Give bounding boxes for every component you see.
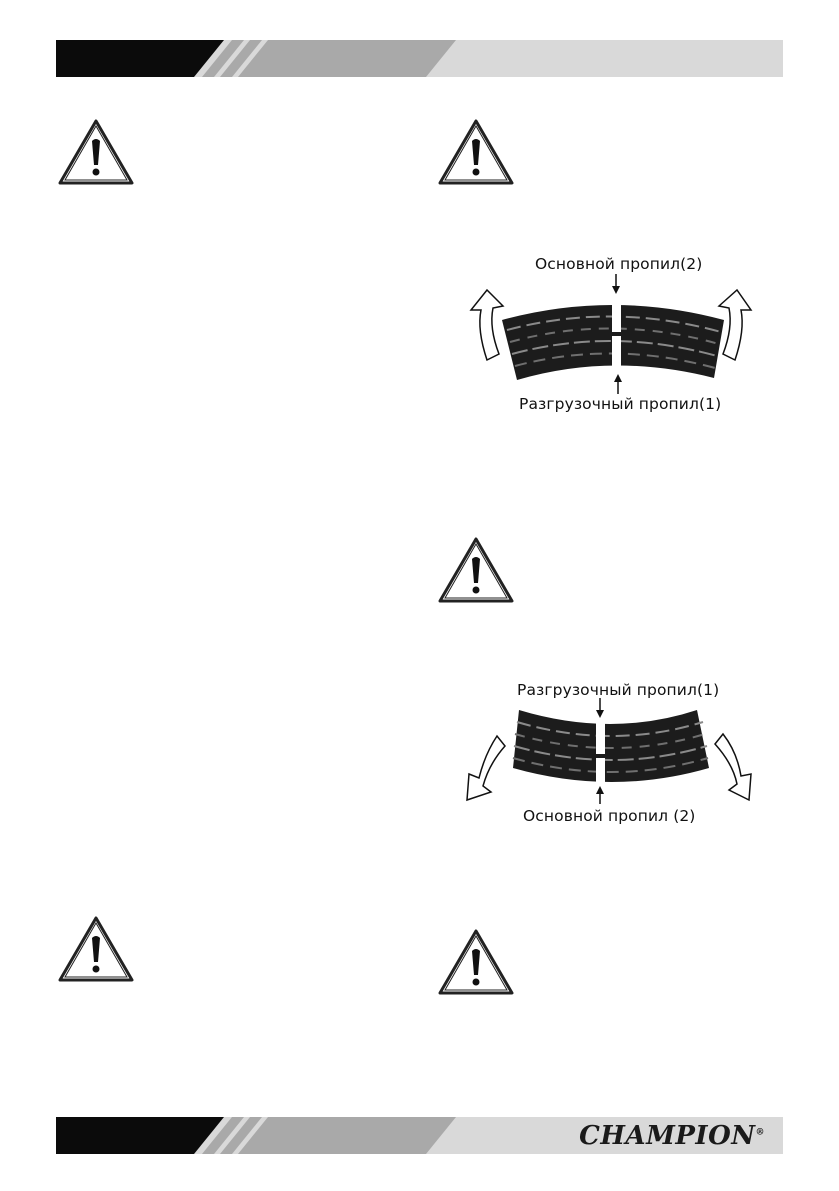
warning-triangle-icon (56, 117, 136, 189)
curved-arrow-icon (714, 732, 752, 802)
relief-cut-label: Разгрузочный пропил(1) (517, 681, 720, 699)
warning-triangle-icon (56, 914, 136, 986)
brand-name: CHAMPION (579, 1121, 756, 1151)
figure-log-bend-up: Основной пропил(2) Разгрузочный пропил(1… (457, 250, 764, 413)
relief-cut-label: Разгрузочный пропил(1) (519, 395, 722, 413)
warning-triangle-icon (436, 535, 516, 607)
header-band (56, 40, 783, 77)
footer-band: CHAMPION® (56, 1117, 783, 1154)
champion-logo: CHAMPION® (579, 1121, 765, 1151)
main-cut-label: Основной пропил(2) (535, 255, 703, 273)
figure-log-bend-down: Разгрузочный пропил(1) Основной пропил (… (457, 676, 764, 828)
curved-arrow-icon (466, 734, 506, 802)
main-cut-label: Основной пропил (2) (523, 807, 696, 825)
warning-triangle-icon (436, 117, 516, 189)
registered-mark: ® (755, 1127, 765, 1138)
curved-arrow-icon (469, 288, 505, 362)
curved-arrow-icon (717, 288, 753, 362)
warning-triangle-icon (436, 927, 516, 999)
